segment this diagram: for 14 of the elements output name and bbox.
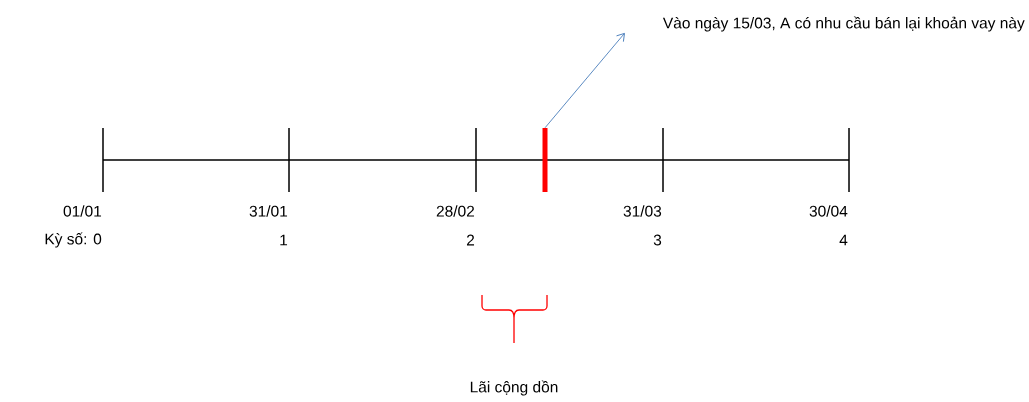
date-label: 30/04 — [809, 205, 848, 217]
caption-text: Vào ngày 15/03, A có nhu cầu bán lại khoản vay này — [662, 16, 1025, 32]
bracket-label: Lãi cộng dồn — [470, 380, 558, 396]
period-label: Kỳ số: 0 — [45, 232, 102, 248]
arrow — [544, 32, 625, 129]
date-label: 31/03 — [623, 205, 662, 217]
period-label: 2 — [466, 234, 475, 246]
period-label: 3 — [653, 234, 662, 246]
date-label: 01/01 — [63, 205, 102, 217]
period-label: 4 — [839, 234, 848, 246]
date-label: 31/01 — [249, 205, 288, 217]
date-label: 28/02 — [436, 205, 474, 217]
event-marker — [542, 128, 548, 192]
period-label: 1 — [280, 234, 288, 246]
